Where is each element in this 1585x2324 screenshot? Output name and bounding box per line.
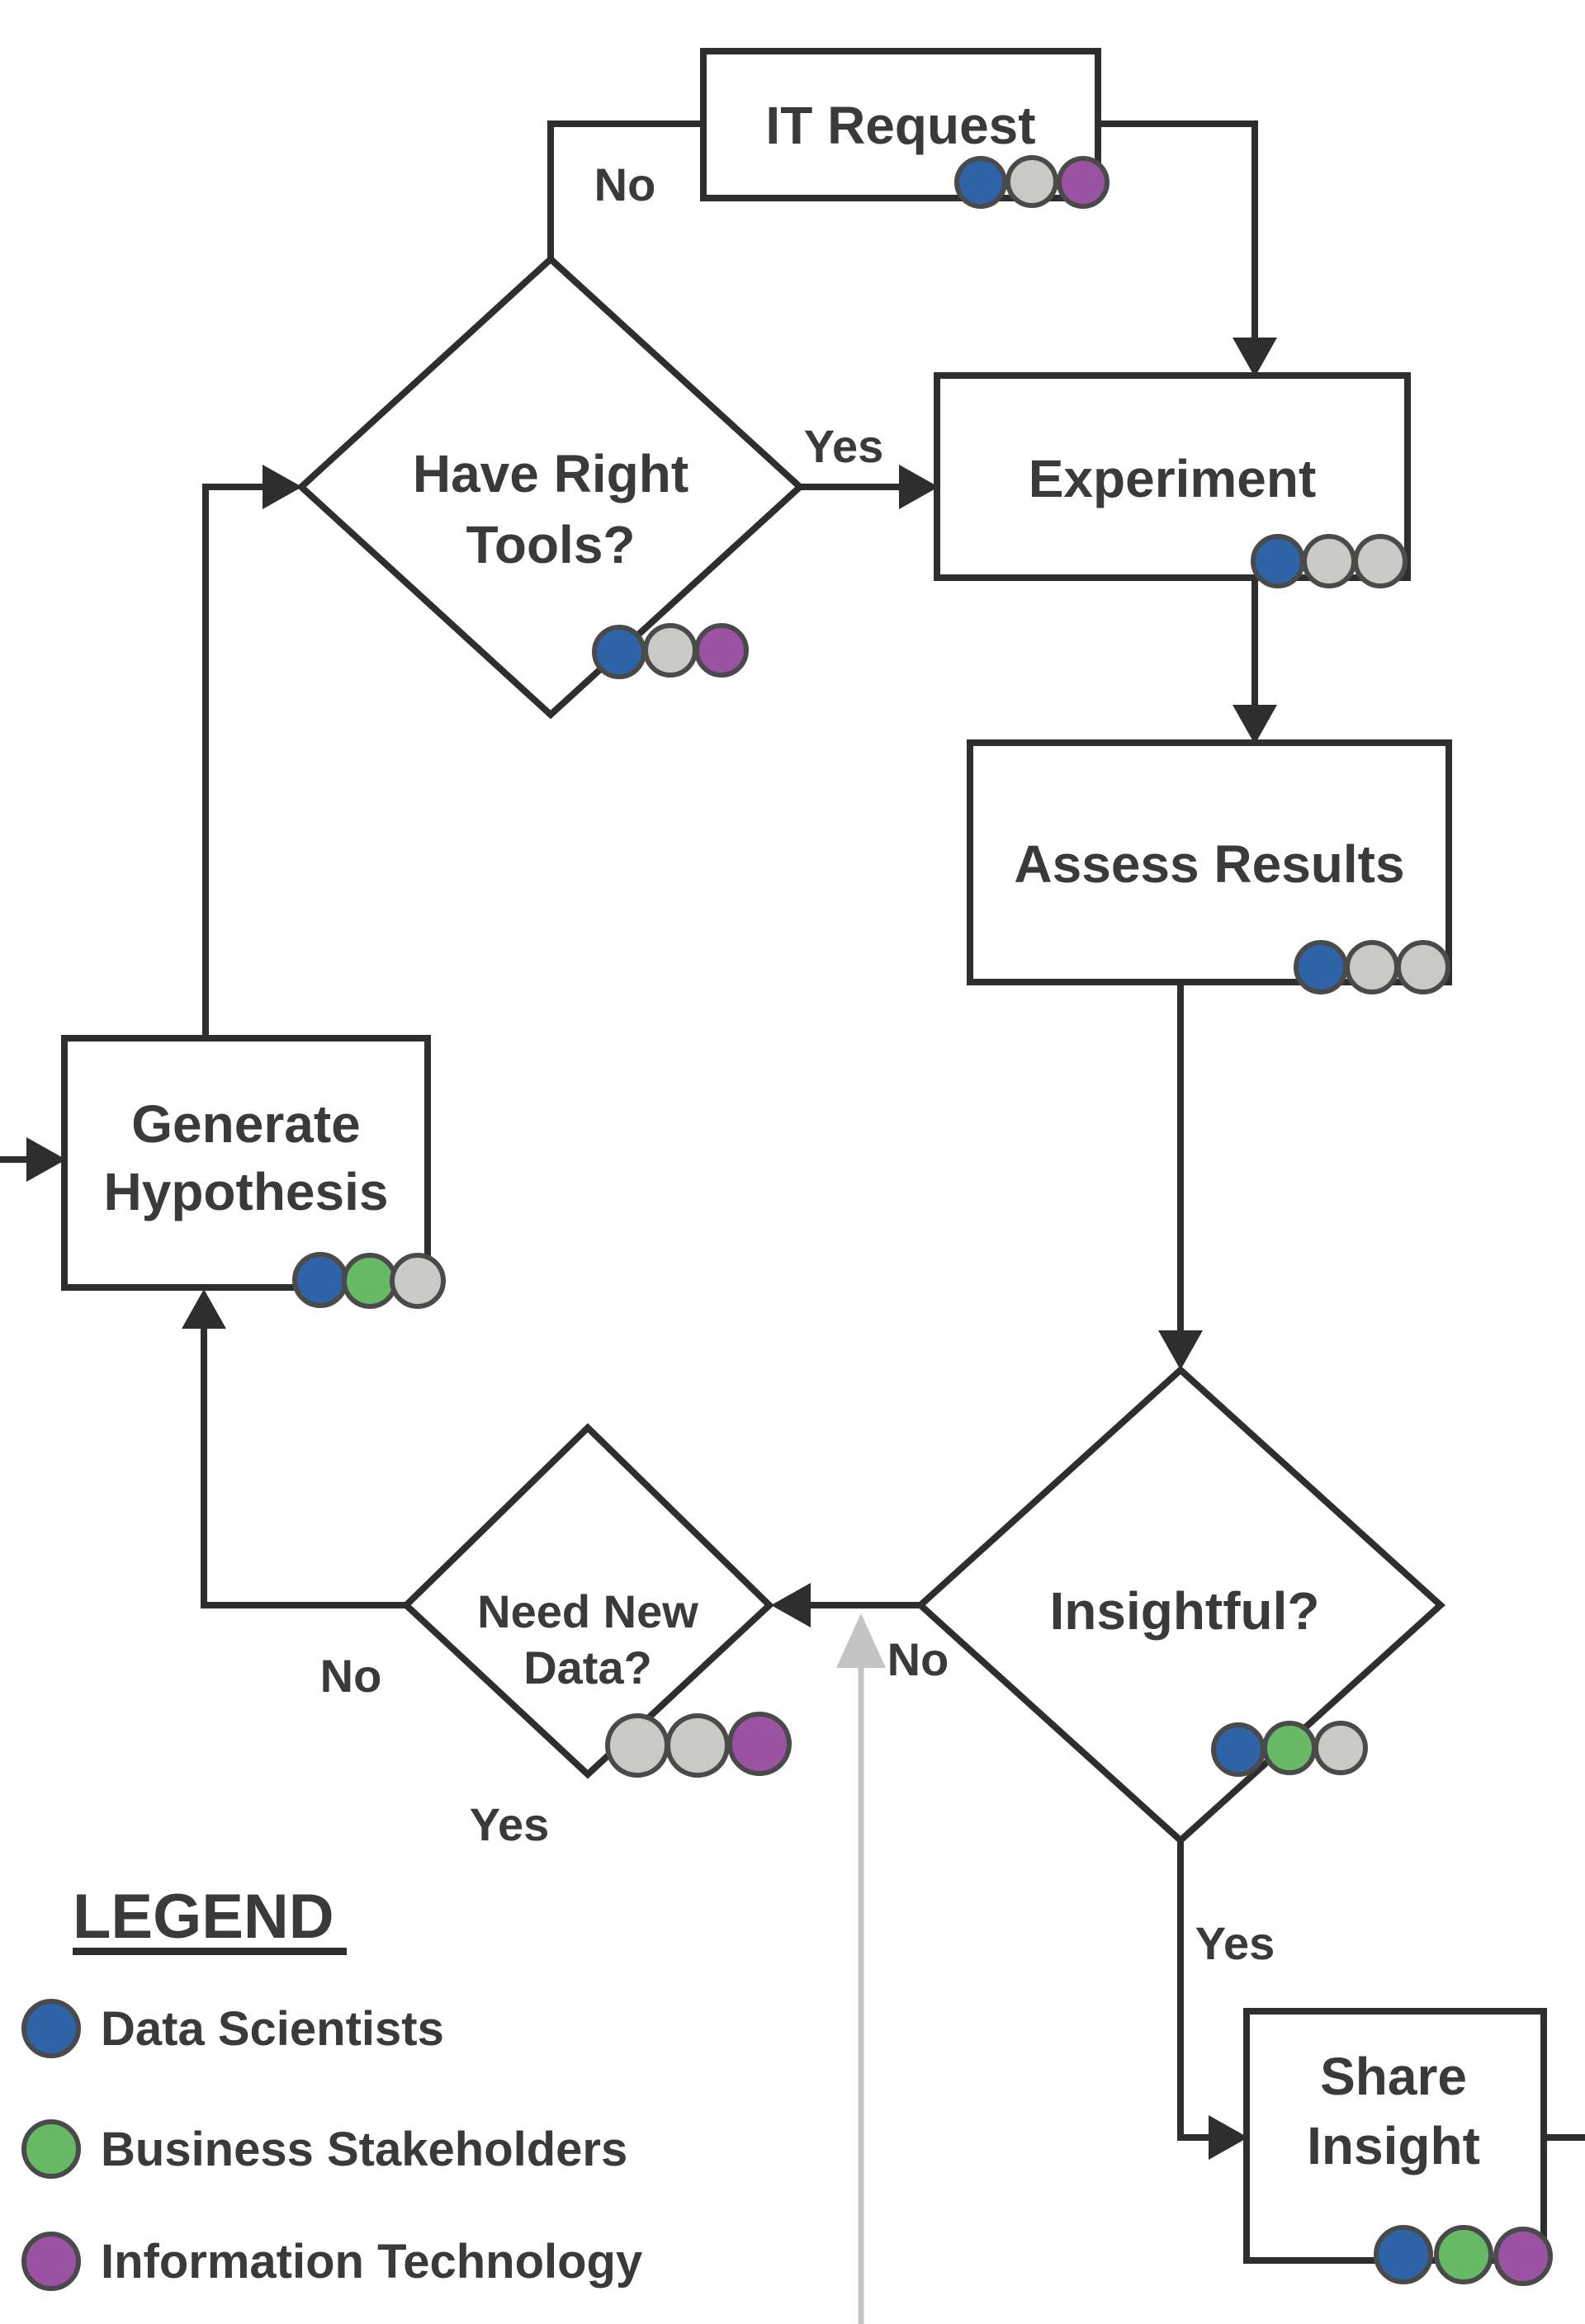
decision-diamond xyxy=(296,254,805,720)
node-label: Experiment xyxy=(1029,449,1317,508)
node-label-line1: Have Right xyxy=(413,444,688,503)
legend-dot-information-technology xyxy=(21,2232,81,2291)
up-arrowhead-icon xyxy=(182,1289,226,1329)
role-dot-unassigned xyxy=(1005,155,1058,208)
legend-label: Information Technology xyxy=(101,2235,642,2289)
node-it-request: IT Request xyxy=(700,48,1110,209)
legend-label: Business Stakeholders xyxy=(101,2123,627,2176)
edge-start-to-generate-hypothesis xyxy=(0,1137,66,1182)
edge-generate-hypothesis-to-have-right-tools xyxy=(202,465,302,1038)
node-label-line2: Hypothesis xyxy=(104,1162,389,1221)
role-dot-information-technology xyxy=(694,623,749,678)
edge-have-right-tools-to-it-request xyxy=(547,120,703,261)
edge-label-no: No xyxy=(320,1650,382,1702)
role-dot-data-scientists xyxy=(1374,2225,1433,2284)
faded-up-arrowhead-icon xyxy=(836,1613,886,1668)
role-dot-unassigned xyxy=(390,1253,446,1309)
edge-faded-return-from-bottom xyxy=(836,1613,886,2324)
edge-insightful-to-share-insight xyxy=(1177,1840,1248,2160)
role-dot-unassigned xyxy=(1345,940,1399,994)
node-have-right-tools: Have Right Tools? xyxy=(296,254,805,720)
left-arrowhead-icon xyxy=(771,1583,811,1627)
process-box xyxy=(61,1035,431,1291)
legend: LEGEND Data Scientists Business Stakehol… xyxy=(21,1882,642,2291)
edge-label-no: No xyxy=(887,1633,949,1685)
role-dot-business-stakeholders xyxy=(342,1253,398,1309)
edge-label-yes: Yes xyxy=(470,1798,550,1850)
decision-diamond xyxy=(401,1423,774,1779)
role-dot-unassigned xyxy=(1313,1721,1368,1775)
edge-experiment-to-assess-results xyxy=(1233,578,1277,744)
legend-item-data-scientists: Data Scientists xyxy=(21,1999,444,2058)
node-label: IT Request xyxy=(765,96,1035,155)
role-dot-information-technology xyxy=(727,1712,792,1776)
down-arrowhead-icon xyxy=(1233,338,1277,377)
role-dot-unassigned xyxy=(1353,534,1408,588)
edge-line xyxy=(1177,1840,1209,2141)
right-arrowhead-icon xyxy=(899,465,939,509)
node-share-insight: Share Insight xyxy=(1243,2008,1553,2286)
role-dot-information-technology xyxy=(1493,2227,1553,2286)
role-dot-business-stakeholders xyxy=(1262,1721,1317,1775)
down-arrowhead-icon xyxy=(1233,705,1277,744)
node-label-line2: Data? xyxy=(523,1641,652,1693)
legend-title: LEGEND xyxy=(73,1882,334,1952)
node-label-line2: Tools? xyxy=(466,515,636,574)
node-label: Insightful? xyxy=(1049,1581,1319,1641)
node-insightful: Insightful? xyxy=(916,1365,1445,1845)
node-experiment: Experiment xyxy=(934,372,1411,588)
edge-need-new-data-to-generate-hypothesis xyxy=(182,1289,406,1608)
edge-it-request-to-experiment xyxy=(1098,120,1277,377)
edge-line xyxy=(1098,120,1258,338)
edge-label-yes: Yes xyxy=(1195,1917,1275,1969)
legend-dot-data-scientists xyxy=(21,1999,81,2058)
down-arrowhead-icon xyxy=(1158,1330,1203,1370)
role-dot-data-scientists xyxy=(954,156,1007,209)
legend-title-underline xyxy=(73,1948,347,1955)
edge-line xyxy=(202,484,263,1038)
edge-assess-results-to-insightful xyxy=(1158,982,1203,1370)
role-dot-business-stakeholders xyxy=(1434,2225,1493,2284)
edge-insightful-to-need-new-data xyxy=(771,1583,920,1627)
role-dot-unassigned xyxy=(1396,940,1450,994)
role-dot-unassigned xyxy=(605,1713,669,1778)
role-dot-unassigned xyxy=(643,623,698,678)
legend-item-information-technology: Information Technology xyxy=(21,2232,642,2291)
edge-label-yes: Yes xyxy=(804,420,884,472)
edge-line xyxy=(201,1329,406,1608)
role-dot-data-scientists xyxy=(1251,534,1305,588)
role-dot-data-scientists xyxy=(292,1252,348,1308)
edge-label-no: No xyxy=(594,158,656,210)
legend-dot-business-stakeholders xyxy=(21,2119,81,2179)
legend-item-business-stakeholders: Business Stakeholders xyxy=(21,2119,627,2179)
node-label-line2: Insight xyxy=(1307,2116,1480,2175)
edge-have-right-tools-to-experiment xyxy=(800,465,939,509)
node-label: Assess Results xyxy=(1014,834,1404,894)
role-dot-unassigned xyxy=(665,1713,730,1778)
role-dot-data-scientists xyxy=(1211,1722,1266,1777)
role-dot-unassigned xyxy=(1302,534,1356,588)
node-label-line1: Generate xyxy=(131,1094,360,1154)
node-assess-results: Assess Results xyxy=(967,739,1452,994)
node-generate-hypothesis: Generate Hypothesis xyxy=(61,1035,446,1309)
role-dot-information-technology xyxy=(1057,156,1110,209)
right-arrowhead-icon xyxy=(263,465,302,509)
node-label-line1: Need New xyxy=(477,1585,698,1637)
role-dot-data-scientists xyxy=(592,625,646,679)
node-need-new-data: Need New Data? xyxy=(401,1423,792,1779)
node-label-line1: Share xyxy=(1320,2047,1467,2106)
right-arrowhead-icon xyxy=(1209,2115,1248,2160)
legend-label: Data Scientists xyxy=(101,2002,444,2056)
right-arrowhead-icon xyxy=(26,1137,66,1182)
decision-diamond xyxy=(916,1365,1445,1845)
role-dot-data-scientists xyxy=(1294,940,1348,994)
